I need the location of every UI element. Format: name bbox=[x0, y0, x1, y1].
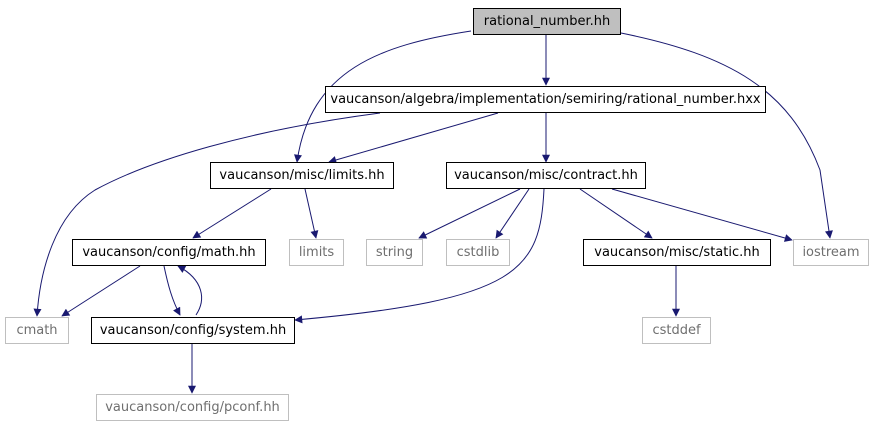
edge-math-hh-to-system-hh bbox=[163, 265, 181, 316]
edge-contract-hh-to-iostream bbox=[611, 188, 793, 242]
node-pconf-hh: vaucanson/config/pconf.hh bbox=[96, 394, 289, 421]
edge-limits-hh-to-math-hh bbox=[192, 188, 272, 239]
node-iostream: iostream bbox=[793, 239, 869, 266]
edge-math-hh-to-cmath bbox=[61, 265, 141, 317]
edge-hxx-to-limits-hh bbox=[328, 112, 499, 164]
node-static-hh[interactable]: vaucanson/misc/static.hh bbox=[583, 239, 771, 266]
node-cmath: cmath bbox=[5, 317, 69, 344]
edge-contract-hh-to-cstdlib bbox=[495, 188, 530, 239]
node-system-hh[interactable]: vaucanson/config/system.hh bbox=[91, 317, 295, 344]
edge-rational-number-to-limits-hh bbox=[294, 30, 472, 163]
node-cstddef: cstddef bbox=[642, 317, 711, 344]
node-math-hh[interactable]: vaucanson/config/math.hh bbox=[72, 239, 266, 266]
edge-contract-hh-to-string bbox=[418, 188, 521, 239]
node-contract-hh[interactable]: vaucanson/misc/contract.hh bbox=[446, 162, 646, 189]
node-rational-number-hxx[interactable]: vaucanson/algebra/implementation/semirin… bbox=[325, 86, 766, 113]
edge-system-hh-to-math-hh bbox=[177, 265, 203, 316]
node-rational-number-hh: rational_number.hh bbox=[473, 8, 621, 35]
edge-contract-hh-to-static-hh bbox=[579, 188, 653, 239]
edge-rational-number-to-iostream bbox=[620, 32, 833, 239]
edge-contract-hh-to-system-hh bbox=[294, 188, 545, 324]
node-limits-hh[interactable]: vaucanson/misc/limits.hh bbox=[210, 162, 394, 189]
node-cstdlib: cstdlib bbox=[446, 239, 510, 266]
node-string: string bbox=[366, 239, 423, 266]
edge-limits-hh-to-limits bbox=[304, 188, 319, 239]
node-limits: limits bbox=[289, 239, 344, 266]
edge-hxx-to-cmath bbox=[33, 112, 381, 317]
